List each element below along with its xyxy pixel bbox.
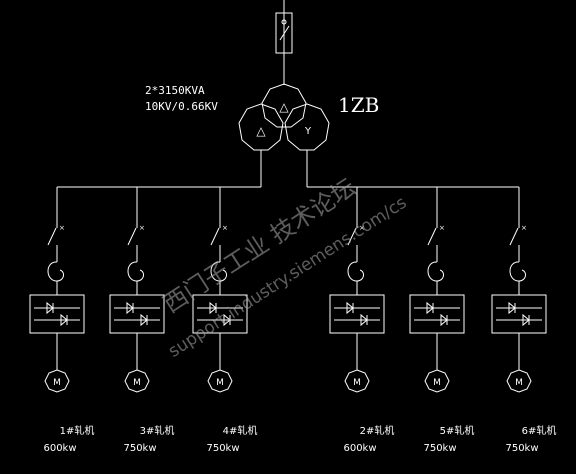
branch-switch-mark: × — [222, 224, 228, 232]
drive-power-label: 750kw — [505, 443, 539, 454]
motor-letter: M — [53, 378, 61, 388]
thyristor-symbol — [46, 301, 54, 315]
motor-letter: M — [433, 378, 441, 388]
thyristor-symbol — [126, 301, 134, 315]
transformer-tag: 1ZB — [338, 93, 380, 117]
drive-name-label: 2#轧机 — [359, 426, 395, 437]
drive-name-label: 5#轧机 — [439, 426, 475, 437]
thyristor-symbol — [209, 301, 217, 315]
thyristor-symbol — [346, 301, 354, 315]
motor-letter: M — [133, 378, 141, 388]
branch-switch-mark: × — [359, 224, 365, 232]
branch-switch-blade — [210, 227, 220, 246]
motor-symbol — [424, 369, 450, 393]
reactor-coil — [47, 261, 65, 282]
motor-symbol — [506, 369, 532, 393]
drive-power-label: 750kw — [123, 443, 157, 454]
drive-power-label: 600kw — [43, 443, 77, 454]
branch-switch-mark: × — [439, 224, 445, 232]
branch-switch-blade — [509, 227, 519, 246]
motor-symbol — [207, 369, 233, 393]
branch-switch-mark: × — [59, 224, 65, 232]
drive-name-label: 4#轧机 — [222, 426, 258, 437]
branch-switch-mark: × — [139, 224, 145, 232]
thyristor-converter — [109, 294, 165, 334]
motor-letter: M — [353, 378, 361, 388]
reactor-coil — [347, 261, 365, 282]
drive-name-label: 3#轧机 — [139, 426, 175, 437]
thyristor-symbol — [426, 301, 434, 315]
thyristor-symbol — [522, 313, 530, 327]
thyristor-converter — [192, 294, 248, 334]
motor-letter: M — [515, 378, 523, 388]
thyristor-symbol — [508, 301, 516, 315]
transformer-voltage: 10KV/0.66KV — [145, 100, 218, 113]
branch-switch-blade — [427, 227, 437, 246]
fuse-switch-blade — [279, 25, 290, 41]
drive-name-label: 6#轧机 — [521, 426, 557, 437]
reactor-coil — [210, 261, 228, 282]
thyristor-converter — [409, 294, 465, 334]
transformer-delta-symbol: △ — [256, 124, 266, 138]
transformer-primary-winding — [261, 83, 307, 128]
thyristor-converter — [329, 294, 385, 334]
motor-symbol — [344, 369, 370, 393]
reactor-coil — [427, 261, 445, 282]
branch-switch-blade — [47, 227, 57, 246]
reactor-coil — [127, 261, 145, 282]
drive-power-label: 600kw — [343, 443, 377, 454]
drive-power-label: 750kw — [206, 443, 240, 454]
reactor-coil — [509, 261, 527, 282]
thyristor-symbol — [140, 313, 148, 327]
branch-switch-blade — [127, 227, 137, 246]
drive-power-label: 750kw — [423, 443, 457, 454]
fuse-switch-contact — [281, 19, 287, 25]
motor-symbol — [124, 369, 150, 393]
thyristor-symbol — [360, 313, 368, 327]
fuse-switch — [275, 12, 293, 54]
transformer-primary-symbol: △ — [279, 100, 289, 114]
motor-symbol — [44, 369, 70, 393]
transformer-rating: 2*3150KVA — [145, 84, 205, 97]
thyristor-symbol — [223, 313, 231, 327]
branch-switch-blade — [347, 227, 357, 246]
thyristor-symbol — [60, 313, 68, 327]
transformer-wye-symbol: Y — [304, 126, 312, 137]
motor-letter: M — [216, 378, 224, 388]
thyristor-symbol — [440, 313, 448, 327]
thyristor-converter — [491, 294, 547, 334]
thyristor-converter — [29, 294, 85, 334]
drive-name-label: 1#轧机 — [59, 426, 95, 437]
branch-switch-mark: × — [521, 224, 527, 232]
